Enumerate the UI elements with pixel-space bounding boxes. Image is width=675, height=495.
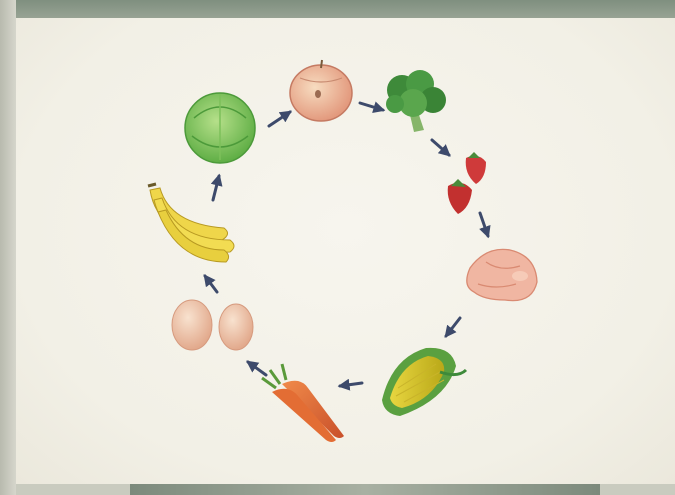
arrow-icon [205,276,217,292]
apple-icon [290,60,352,121]
corn-icon [382,348,466,416]
broccoli-icon [386,70,446,132]
cabbage-icon [185,93,255,163]
strawberry-icon [448,152,486,214]
carrot-icon [262,364,344,442]
arrow-icon [269,112,290,126]
arrow-icon [213,176,219,200]
arrow-icon [480,213,488,236]
egg-icon [172,300,253,350]
arrow-icon [432,140,449,155]
arrow-icon [360,103,383,110]
arrow-icon [446,318,460,336]
arrow-icon [340,383,362,386]
arrow-icon [248,362,266,375]
banana-icon [148,184,234,262]
chicken-icon [467,249,537,300]
